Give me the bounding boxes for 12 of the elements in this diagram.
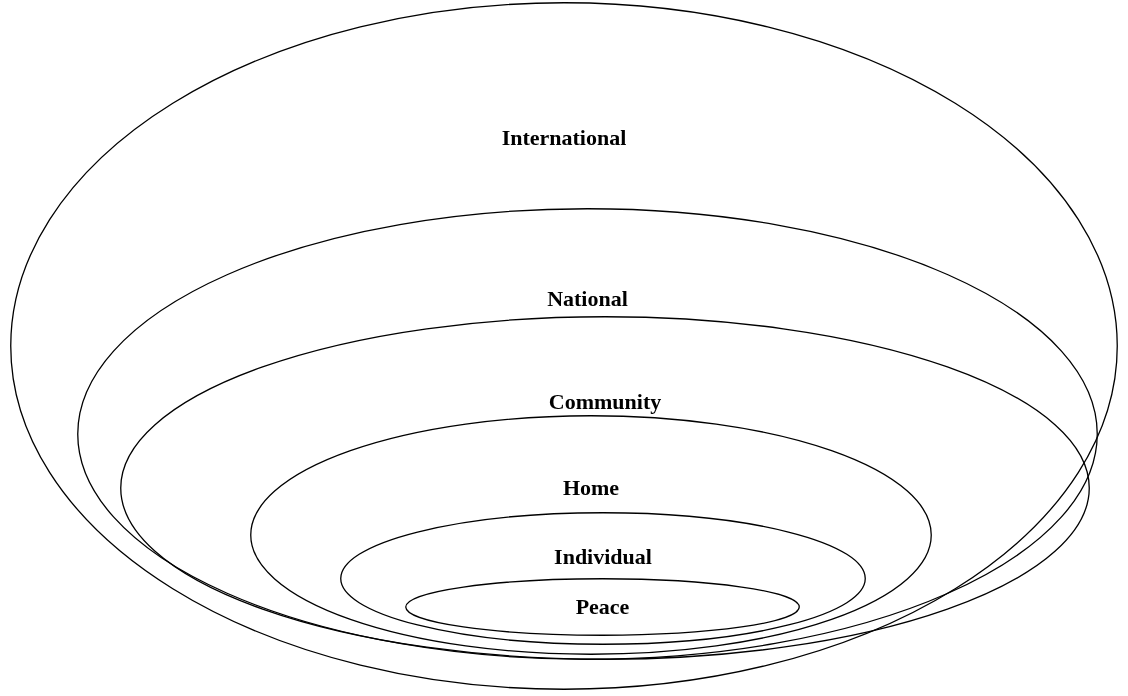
ellipse-ring xyxy=(10,2,1118,690)
ring-label: National xyxy=(547,286,628,312)
ring-label: Community xyxy=(548,389,662,415)
ellipse-ring xyxy=(405,578,800,636)
ring-label: International xyxy=(501,125,627,151)
ellipse-ring xyxy=(340,512,866,645)
ellipse-ring xyxy=(77,208,1098,660)
ellipse-ring xyxy=(250,415,932,655)
ring-label: Home xyxy=(562,475,620,501)
ellipse-ring xyxy=(120,316,1090,660)
ring-label: Individual xyxy=(554,544,652,570)
ring-label: Peace xyxy=(575,594,630,620)
